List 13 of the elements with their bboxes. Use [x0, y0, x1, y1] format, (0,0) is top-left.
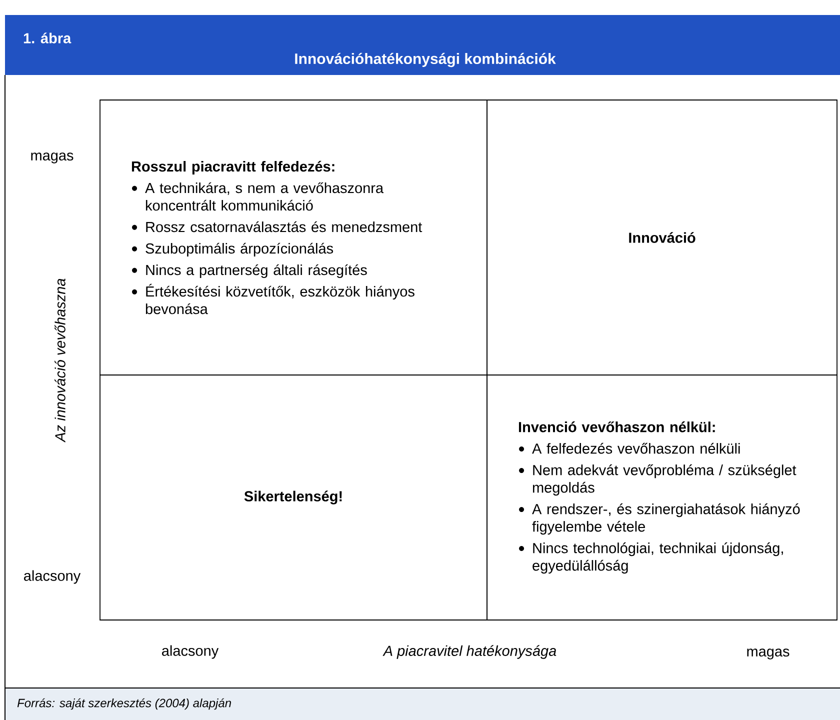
source-note: Forrás: saját szerkesztés (2004) alapján	[17, 698, 231, 710]
axis-tick-label: magas	[31, 152, 74, 164]
title: Innovációhatékonysági kombinációk	[295, 52, 556, 68]
quadrant-cell: Sikertelenség!	[100, 374, 488, 620]
quadrant-cell: Innováció	[486, 100, 838, 376]
axis-tick-label: alacsony	[162, 645, 219, 659]
axis-tick-label: magas	[747, 648, 790, 660]
axis-tick-label: alacsony	[24, 570, 81, 584]
axis-title: Az innováció vevőhaszna	[54, 278, 66, 443]
axis-title: A piacravitel hatékonysága	[382, 645, 556, 659]
figure-number: 1. ábra	[24, 32, 72, 44]
quadrant-cell: Rosszul piacravitt felfedezés: A technikára, s nem a vevőhaszonra koncentrált kommunikáció Rossz csatornaválasztás és menedzsment Szuboptimális árpozícionálás Nincs a partnerség általi rásegítés Értékesítési közvetítők, eszközök hiányos bevonása	[100, 100, 488, 376]
quadrant-cell: Invenció vevőhaszon nélkül: A felfedezés vevőhaszon nélküli Nem adekvát vevőprobléma / szükséglet megoldás A rendszer-, és szinergiahatások hiányzó figyelembe vétele Nincs technológiai, technikai újdonság, egyedülállóság	[486, 374, 838, 620]
